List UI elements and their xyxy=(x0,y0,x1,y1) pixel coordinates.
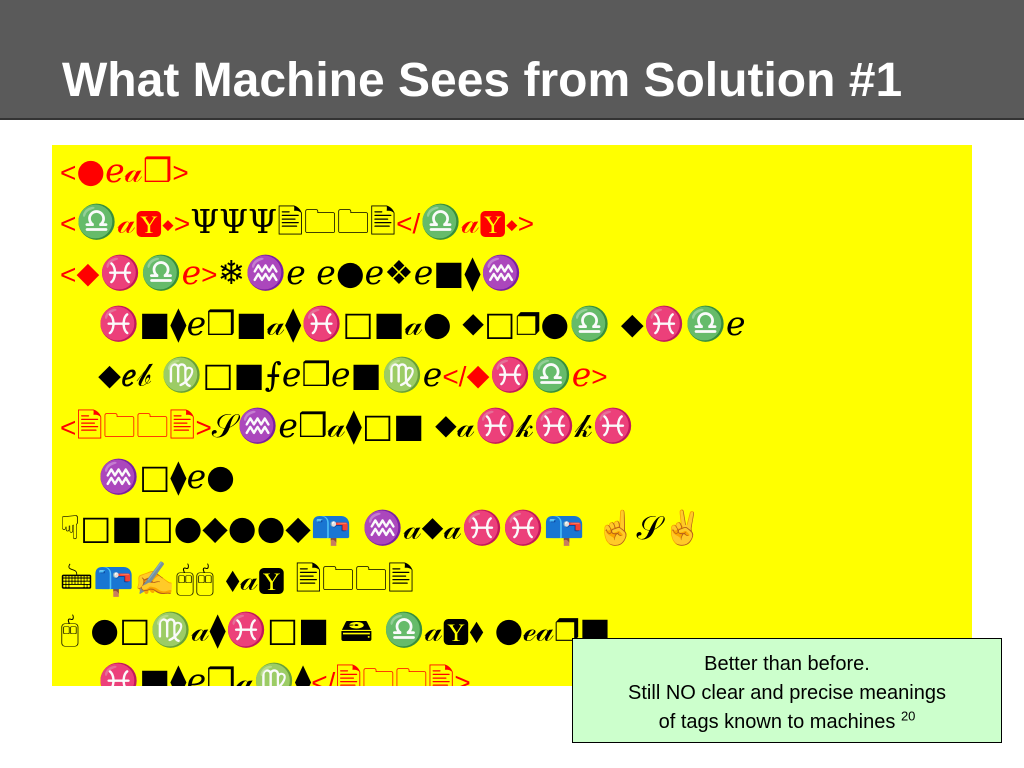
tag-bracket: < xyxy=(60,412,77,443)
tag-bracket: < xyxy=(60,208,77,239)
markup-line: ♓■⧫ℯ❒■𝒶⧫♓□■𝒶● ⬥□❒●♎ ⬥♓♎ℯ xyxy=(60,298,965,349)
markup-lines: <●ℯ𝒶❒><♎𝒶🆈⬩>ΨΨΨ🖹🗀🗀🖹</♎𝒶🆈⬩><⬥♓♎ℯ>❄♒ℯ ℯ●ℯ❖… xyxy=(60,145,965,686)
tag-text: ⬥♓♎ℯ xyxy=(76,253,202,292)
tag-bracket: > xyxy=(517,208,535,239)
tag-bracket: > xyxy=(172,157,189,188)
markup-line: <♎𝒶🆈⬩>ΨΨΨ🖹🗀🗀🖹</♎𝒶🆈⬩> xyxy=(60,196,965,247)
content-text: ⬥ℯ𝒷 ♍□■⨍ℯ❒ℯ■♍ℯ xyxy=(98,355,443,394)
markup-line: ⬥ℯ𝒷 ♍□■⨍ℯ❒ℯ■♍ℯ</⬥♓♎ℯ> xyxy=(60,349,965,400)
note-line-3: of tags known to machines 20 xyxy=(573,708,1001,737)
tag-bracket: > xyxy=(591,361,608,392)
markup-line: <⬥♓♎ℯ>❄♒ℯ ℯ●ℯ❖ℯ■⧫♒ xyxy=(60,247,965,298)
markup-panel: <●ℯ𝒶❒><♎𝒶🆈⬩>ΨΨΨ🖹🗀🗀🖹</♎𝒶🆈⬩><⬥♓♎ℯ>❄♒ℯ ℯ●ℯ❖… xyxy=(52,145,972,686)
tag-text: </ xyxy=(396,202,420,241)
markup-line: ♒□⧫ℯ● xyxy=(60,451,965,502)
tag-text: > xyxy=(518,202,534,241)
tag-bracket: > xyxy=(173,208,191,239)
tag-text: > xyxy=(201,253,217,292)
tag-text: ♎𝒶🆈⬩ xyxy=(420,202,518,241)
content-text: ♒□⧫ℯ● xyxy=(98,457,235,496)
content-text: 🖰 ●□♍𝒶⧫♓□■ 🖴 ♎𝒶🆈⬧ ●ℯ𝒶❒■ xyxy=(60,610,611,649)
content-text: ☟□■□●◆●●◆📪 ♒𝒶⬥𝒶♓♓📪 ☝𝒮✌ xyxy=(60,508,704,547)
tag-text: < xyxy=(60,406,76,445)
tag-text: > xyxy=(454,661,470,686)
tag-bracket: </ xyxy=(442,361,467,392)
tag-text: < xyxy=(60,151,76,190)
markup-line: <●ℯ𝒶❒> xyxy=(60,145,965,196)
tag-text: > xyxy=(174,202,190,241)
tag-text: 🖹🗀🗀🖹 xyxy=(335,661,455,686)
tag-bracket: < xyxy=(60,259,77,290)
note-line-2: Still NO clear and precise meanings xyxy=(628,682,946,704)
content-text: ♓■⧫ℯ❒𝒶♍⧫ xyxy=(98,661,312,686)
markup-line: <🖹🗀🗀🖹>𝒮♒ℯ❒𝒶⧫□■ ⬥𝒶♓𝓀♓𝓀♓ xyxy=(60,400,965,451)
tag-text: </ xyxy=(442,355,466,394)
tag-bracket: > xyxy=(454,667,471,686)
tag-text: </ xyxy=(311,661,335,686)
tag-bracket: > xyxy=(201,259,218,290)
page-number: 20 xyxy=(900,708,916,724)
content-text: ❄♒ℯ ℯ●ℯ❖ℯ■⧫♒ xyxy=(217,253,522,292)
tag-bracket: </ xyxy=(396,208,421,239)
tag-text: ♎𝒶🆈⬩ xyxy=(76,202,174,241)
markup-line: ♓■⧫ℯ❒𝒶♍⧫</🖹🗀🗀🖹> xyxy=(60,655,965,686)
note-line-1: Better than before. xyxy=(704,653,870,675)
content-text: ΨΨΨ🖹🗀🗀🖹 xyxy=(190,202,397,241)
title-bar: What Machine Sees from Solution #1 xyxy=(0,0,1024,120)
tag-text: ●ℯ𝒶❒ xyxy=(76,151,173,190)
markup-line: 🖰 ●□♍𝒶⧫♓□■ 🖴 ♎𝒶🆈⬧ ●ℯ𝒶❒■ xyxy=(60,604,965,655)
tag-text: > xyxy=(172,151,188,190)
content-text: 🖮📪✍🖰🖰 ⬧𝒶🆈 🖹🗀🗀🖹 xyxy=(60,559,415,598)
tag-bracket: > xyxy=(195,412,212,443)
tag-bracket: </ xyxy=(311,667,336,686)
content-text: 𝒮♒ℯ❒𝒶⧫□■ ⬥𝒶♓𝓀♓𝓀♓ xyxy=(211,406,634,445)
markup-line: ☟□■□●◆●●◆📪 ♒𝒶⬥𝒶♓♓📪 ☝𝒮✌ xyxy=(60,502,965,553)
slide-title: What Machine Sees from Solution #1 xyxy=(62,54,903,107)
tag-text: 🖹🗀🗀🖹 xyxy=(76,406,196,445)
tag-text: ⬥♓♎ℯ xyxy=(466,355,592,394)
markup-line: 🖮📪✍🖰🖰 ⬧𝒶🆈 🖹🗀🗀🖹 xyxy=(60,553,965,604)
tag-text: < xyxy=(60,202,76,241)
tag-text: < xyxy=(60,253,76,292)
content-text: ♓■⧫ℯ❒■𝒶⧫♓□■𝒶● ⬥□❒●♎ ⬥♓♎ℯ xyxy=(98,304,746,343)
tag-bracket: < xyxy=(60,157,77,188)
note-line-3-text: of tags known to machines xyxy=(658,711,896,733)
callout-note: Better than before. Still NO clear and p… xyxy=(572,638,1002,743)
tag-text: > xyxy=(591,355,607,394)
tag-text: > xyxy=(195,406,211,445)
